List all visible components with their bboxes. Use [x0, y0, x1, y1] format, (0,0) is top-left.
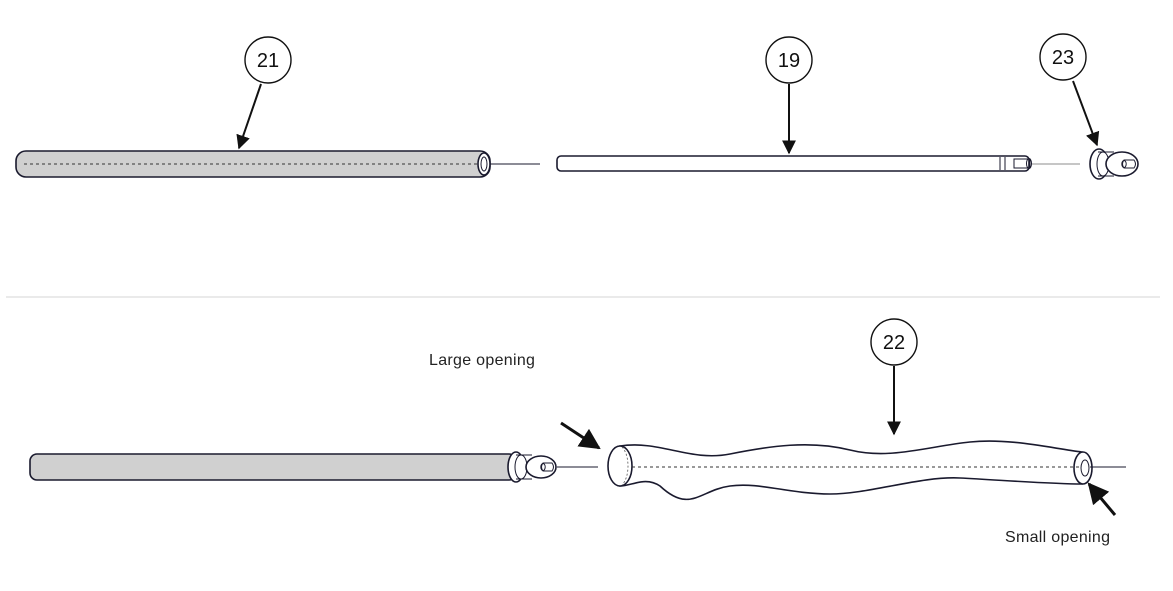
callout-23-label: 23 [1052, 47, 1074, 69]
callout-21: 21 [236, 36, 292, 150]
callout-21-arrow [236, 83, 262, 150]
callout-22: 22 [870, 318, 918, 436]
wavy-sleeve-22 [607, 440, 1126, 501]
small-opening-label: Small opening [1005, 529, 1110, 546]
bottom-step: 22 Large opening Small opening [29, 318, 1126, 546]
callout-19-label: 19 [778, 50, 800, 72]
pole-19 [556, 155, 1080, 172]
callout-23-arrow [1072, 80, 1100, 147]
callout-19: 19 [765, 36, 813, 155]
assembled-tube [29, 451, 598, 483]
callout-22-label: 22 [883, 332, 905, 354]
small-opening-arrow [1087, 482, 1117, 516]
callout-21-label: 21 [257, 50, 279, 72]
large-opening-arrow [560, 421, 601, 450]
sleeve-tube-21 [15, 150, 540, 178]
large-opening-label: Large opening [429, 352, 535, 369]
top-step: 21 19 [15, 33, 1139, 180]
callout-23: 23 [1039, 33, 1100, 147]
end-cap-23 [1089, 148, 1139, 180]
